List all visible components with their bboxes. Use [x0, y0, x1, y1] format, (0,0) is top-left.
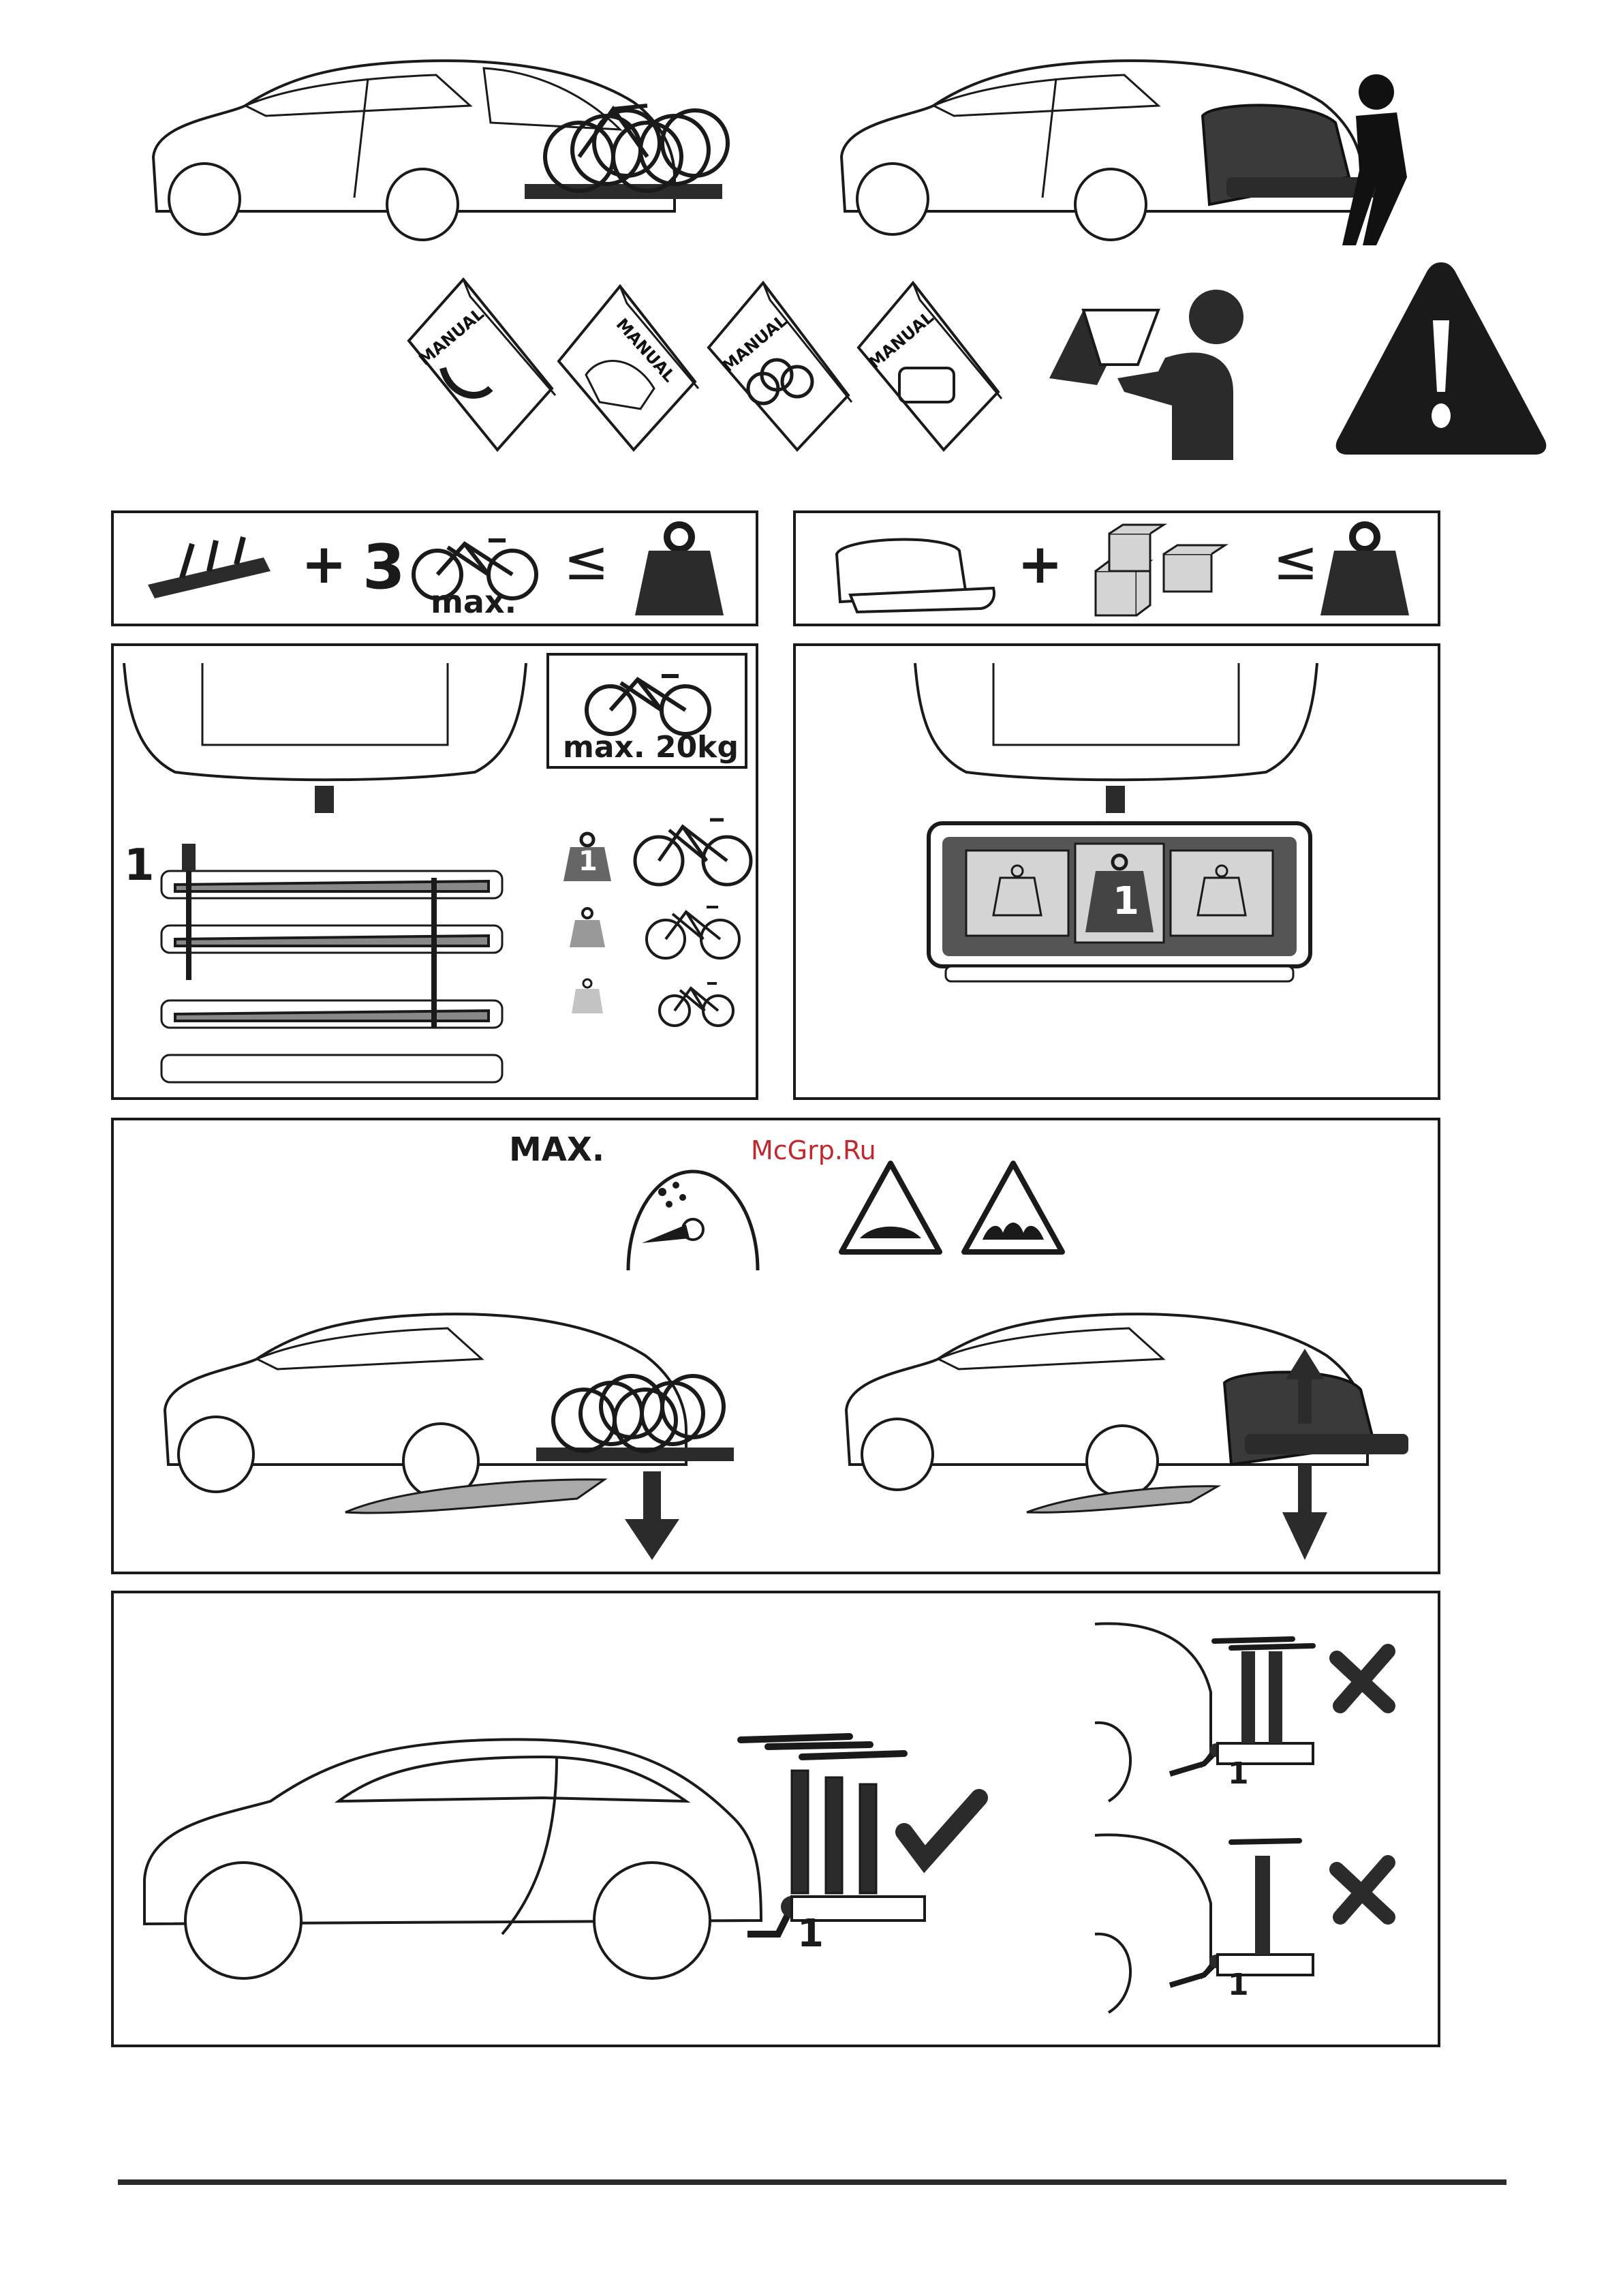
- warning-triangle-icon: [1332, 256, 1550, 460]
- less-or-equal-sign: ≤: [563, 534, 609, 588]
- towbar-label: 1: [1228, 1968, 1249, 2002]
- manual-booklet-cargo-box: MANUAL: [852, 279, 968, 423]
- manual-booklet-car: MANUAL: [552, 279, 668, 423]
- medium-bicycle-icon: [642, 895, 744, 963]
- weight-medium-icon: [567, 905, 608, 953]
- weight-light-icon: [569, 977, 606, 1017]
- car-box-over-bump-illustration: [836, 1294, 1436, 1563]
- weight-label: 1: [1113, 881, 1139, 922]
- weight-icon: [1317, 520, 1412, 622]
- small-bicycle-icon: [655, 973, 737, 1031]
- max-label: max.: [431, 585, 516, 619]
- towbar-label: 1: [1228, 1757, 1249, 1791]
- cargo-box-icon: [823, 527, 1000, 615]
- car-bikes-over-bump-illustration: [155, 1294, 754, 1563]
- manual-booklet-towbar: MANUAL: [402, 279, 518, 423]
- speedometer-icon: [621, 1165, 764, 1274]
- car-rear-outline: [912, 663, 1320, 806]
- car-with-cargo-box-illustration: [831, 41, 1431, 266]
- bike-count: 3: [362, 537, 405, 598]
- max-speed-label: MAX.: [509, 1131, 604, 1169]
- weight-icon: [632, 520, 727, 622]
- driving-conditions-panel: MAX. McGrp.Ru: [111, 1118, 1440, 1574]
- plus-sign: +: [1017, 537, 1063, 592]
- box-loading-order-panel: 1: [793, 643, 1440, 1100]
- uneven-road-warning-icon: [959, 1158, 1068, 1257]
- mounting-position-panel: 1 1 1: [111, 1591, 1440, 2047]
- max-weight-label: max. 20kg: [563, 732, 739, 763]
- bike-load-formula-panel: + 3 max. ≤: [111, 510, 758, 626]
- max-weight-per-bike-box: max. 20kg: [546, 653, 747, 769]
- bike-loading-order-panel: max. 20kg 1 1: [111, 643, 758, 1100]
- less-or-equal-sign: ≤: [1273, 534, 1318, 588]
- bike-carrier-top-view: [148, 803, 516, 1089]
- towbar-label: 1: [797, 1914, 824, 1955]
- car-rear-outline: [121, 663, 529, 806]
- weight-label: 1: [578, 846, 598, 877]
- person-reading-manual-icon: [1042, 283, 1233, 467]
- bicycle-icon: [580, 662, 716, 737]
- footer-rule: [118, 2179, 1506, 2185]
- manual-booklet-bike-carrier: MANUAL: [702, 279, 818, 423]
- luggage-boxes-icon: [1089, 523, 1239, 619]
- large-bicycle-icon: [632, 806, 754, 888]
- car-side-correct-mounting: [134, 1662, 965, 2016]
- box-load-formula-panel: + ≤: [793, 510, 1440, 626]
- bike-carrier-icon: [141, 530, 277, 605]
- car-with-bike-carrier-illustration: [143, 41, 743, 266]
- speed-bump-warning-icon: [836, 1158, 945, 1257]
- plus-sign: +: [301, 537, 347, 592]
